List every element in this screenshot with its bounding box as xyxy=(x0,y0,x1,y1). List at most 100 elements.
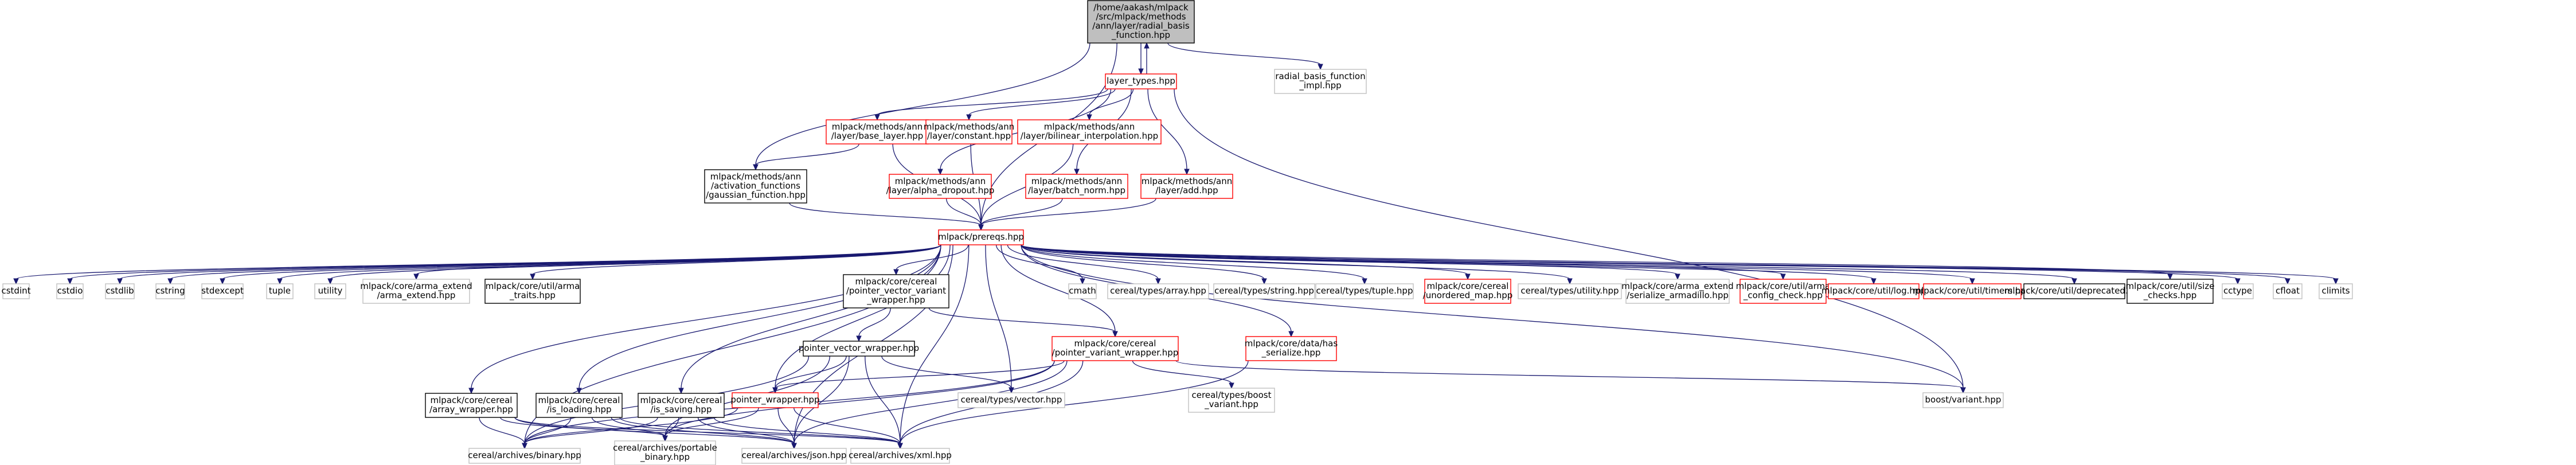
arrowhead-icon xyxy=(1871,278,1877,285)
node-batch-norm[interactable]: mlpack/methods/ann/layer/batch_norm.hpp xyxy=(1025,174,1128,199)
node-string[interactable]: cereal/types/string.hpp xyxy=(1213,283,1315,299)
edge-prereqs-to-array-wrapper xyxy=(468,244,941,394)
node-box xyxy=(732,392,819,408)
node-alpha-dropout[interactable]: mlpack/methods/ann/layer/alpha_dropout.h… xyxy=(886,174,995,199)
node-json[interactable]: cereal/archives/json.hpp xyxy=(741,448,847,464)
node-utility[interactable]: utility xyxy=(314,283,346,299)
node-cctype[interactable]: cctype xyxy=(2222,283,2254,299)
node-cstdio[interactable]: cstdio xyxy=(56,283,84,299)
node-add[interactable]: mlpack/methods/ann/layer/add.hpp xyxy=(1140,174,1233,199)
node-box xyxy=(1105,73,1177,89)
node-label-line: utility xyxy=(318,286,343,296)
node-utility-hpp[interactable]: cereal/types/utility.hpp xyxy=(1518,283,1622,299)
node-label-line: /is_saving.hpp xyxy=(651,404,712,415)
node-tuple[interactable]: tuple xyxy=(266,283,294,299)
node-boost-variant-cereal[interactable]: cereal/types/boost_variant.hpp xyxy=(1188,388,1275,413)
edge-line xyxy=(865,355,901,444)
node-unordered-map[interactable]: mlpack/core/cereal/unordered_map.hpp xyxy=(1423,279,1513,304)
node-array[interactable]: cereal/types/array.hpp xyxy=(1107,283,1209,299)
node-label-line: mlpack/prereqs.hpp xyxy=(938,232,1024,242)
node-box xyxy=(843,274,949,308)
node-has-serialize[interactable]: mlpack/core/data/has_serialize.hpp xyxy=(1245,336,1338,361)
node-label-line: cereal/types/vector.hpp xyxy=(961,394,1062,405)
node-constant[interactable]: mlpack/methods/ann/layer/constant.hpp xyxy=(924,119,1014,144)
node-base-layer[interactable]: mlpack/methods/ann/layer/base_layer.hpp xyxy=(826,119,929,144)
edge-layer-types-to-root xyxy=(1144,42,1150,75)
node-arma-extend[interactable]: mlpack/core/arma_extend/arma_extend.hpp xyxy=(360,279,472,304)
node-stdexcept[interactable]: stdexcept xyxy=(201,283,244,299)
node-cmath[interactable]: cmath xyxy=(1068,283,1097,299)
node-box xyxy=(1140,174,1233,199)
node-label-line: mlpack/methods/ann xyxy=(1044,122,1135,132)
edge-batch-norm-to-prereqs xyxy=(978,198,1063,231)
arrowhead-icon xyxy=(856,335,862,342)
node-tuple-hpp[interactable]: cereal/types/tuple.hpp xyxy=(1315,283,1414,299)
node-portable-binary[interactable]: cereal/archives/portable_binary.hpp xyxy=(613,440,717,465)
arrowhead-icon xyxy=(662,435,668,442)
edge-root-to-layer-types xyxy=(1138,42,1144,75)
edge-prereqs-to-boost-variant xyxy=(1021,244,1966,394)
node-cstdint[interactable]: cstdint xyxy=(1,283,31,299)
node-ptr-vector-wrapper[interactable]: pointer_vector_wrapper.hpp xyxy=(799,341,919,357)
node-size-checks[interactable]: mlpack/core/util/size_checks.hpp xyxy=(2126,279,2215,304)
node-serialize-armadillo[interactable]: mlpack/core/arma_extend/serialize_armadi… xyxy=(1621,279,1734,304)
node-array-wrapper[interactable]: mlpack/core/cereal/array_wrapper.hpp xyxy=(425,393,518,418)
node-label-line: mlpack/core/data/has xyxy=(1245,338,1338,349)
arrowhead-icon xyxy=(753,164,759,171)
node-box xyxy=(1424,279,1511,304)
node-ptr-variant-wrapper2[interactable]: mlpack/core/cereal/pointer_variant_wrapp… xyxy=(1051,336,1179,361)
node-label-line: mlpack/methods/ann xyxy=(895,176,986,186)
arrowhead-icon xyxy=(277,278,283,285)
node-prereqs[interactable]: mlpack/prereqs.hpp xyxy=(938,229,1024,245)
node-box xyxy=(362,279,470,304)
node-box xyxy=(201,283,244,299)
node-pointer-wrapper[interactable]: pointer_wrapper.hpp xyxy=(730,392,820,408)
node-box xyxy=(638,393,725,418)
edge-line xyxy=(69,244,941,280)
node-box xyxy=(484,279,581,304)
node-is-loading[interactable]: mlpack/core/cereal/is_loading.hpp xyxy=(535,393,623,418)
node-cstdlib[interactable]: cstdlib xyxy=(105,283,135,299)
node-cstring[interactable]: cstring xyxy=(155,283,185,299)
node-layer-types[interactable]: layer_types.hpp xyxy=(1105,73,1177,89)
node-ptr-variant-wrapper[interactable]: mlpack/core/cereal/pointer_vector_varian… xyxy=(843,274,949,308)
node-climits[interactable]: climits xyxy=(2319,283,2353,299)
node-label-line: _checks.hpp xyxy=(2143,290,2197,301)
node-label-line: stdexcept xyxy=(201,286,244,296)
node-xml[interactable]: cereal/archives/xml.hpp xyxy=(849,448,952,464)
node-label-line: radial_basis_function xyxy=(1275,71,1365,82)
node-label-line: boost/variant.hpp xyxy=(1925,394,2002,405)
node-timers[interactable]: mlpack/core/util/timers.hpp xyxy=(1913,283,2032,299)
node-arma-traits[interactable]: mlpack/core/util/arma_traits.hpp xyxy=(484,279,581,304)
node-gaussian[interactable]: mlpack/methods/ann/activation_functions/… xyxy=(704,169,807,204)
node-rbf-impl[interactable]: radial_basis_function_impl.hpp xyxy=(1274,69,1367,94)
node-bilinear[interactable]: mlpack/methods/ann/layer/bilinear_interp… xyxy=(1017,119,1162,144)
node-cfloat[interactable]: cfloat xyxy=(2273,283,2303,299)
node-box xyxy=(1107,283,1209,299)
node-label-line: _impl.hpp xyxy=(1299,80,1341,91)
node-label-line: _serialize.hpp xyxy=(1261,347,1321,358)
node-box xyxy=(1087,0,1195,44)
node-label-line: _config_check.hpp xyxy=(1743,290,1823,301)
edge-prereqs-to-string xyxy=(1021,244,1267,285)
arrowhead-icon xyxy=(1144,42,1150,49)
node-vector[interactable]: cereal/types/vector.hpp xyxy=(957,392,1065,408)
node-binary[interactable]: cereal/archives/binary.hpp xyxy=(468,448,581,464)
node-label-line: mlpack/core/util/arma xyxy=(486,281,580,291)
arrowhead-icon xyxy=(1780,273,1786,280)
node-deprecated[interactable]: mlpack/core/util/deprecated.hpp xyxy=(2004,283,2145,299)
node-is-saving[interactable]: mlpack/core/cereal/is_saving.hpp xyxy=(638,393,725,418)
edge-line xyxy=(1089,88,1134,116)
edge-line xyxy=(664,407,759,437)
arrowhead-icon xyxy=(67,278,73,285)
node-label-line: /layer/add.hpp xyxy=(1155,185,1218,196)
node-log[interactable]: mlpack/core/util/log.hpp xyxy=(1821,283,1926,299)
arrowhead-icon xyxy=(530,273,535,280)
edge-line xyxy=(524,417,572,444)
node-boost-variant[interactable]: boost/variant.hpp xyxy=(1922,392,2004,408)
node-label-line: mlpack/core/util/deprecated.hpp xyxy=(2004,286,2145,296)
arrowhead-icon xyxy=(1184,169,1190,175)
node-label-line: mlpack/core/arma_extend xyxy=(1621,281,1733,292)
node-box xyxy=(803,341,915,357)
node-arma-config[interactable]: mlpack/core/util/arma_config_check.hpp xyxy=(1736,279,1831,304)
